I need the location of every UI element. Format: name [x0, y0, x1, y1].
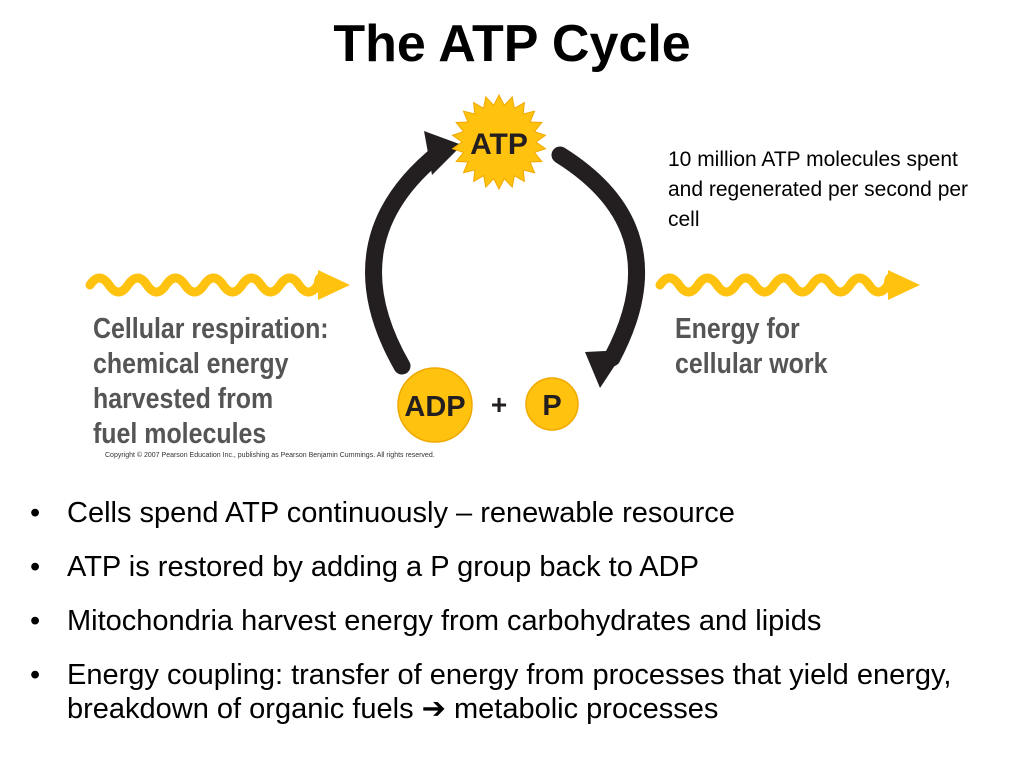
plus-sign: + — [491, 389, 507, 420]
regeneration-arrow — [365, 131, 462, 375]
adp-circle: ADP — [397, 367, 473, 443]
atp-cycle-diagram: ATP ADP + P — [85, 93, 920, 443]
cellular-respiration-label: Cellular respiration: chemical energy ha… — [93, 312, 329, 452]
atp-label: ATP — [470, 128, 528, 161]
bullet-item: • Energy coupling: transfer of energy fr… — [30, 658, 1010, 726]
copyright-notice: Copyright © 2007 Pearson Education Inc.,… — [105, 452, 435, 459]
right-energy-wave-arrow — [655, 270, 920, 300]
cellular-work-label: Energy for cellular work — [675, 312, 827, 382]
bullet-text: ATP is restored by adding a P group back… — [67, 551, 699, 583]
atp-turnover-note: 10 million ATP molecules spent and regen… — [668, 148, 969, 231]
left-energy-wave-arrow — [85, 270, 350, 300]
bullet-item: • Cells spend ATP continuously – renewab… — [30, 496, 1010, 530]
right-label-line: cellular work — [675, 348, 828, 380]
hydrolysis-arrow — [551, 146, 646, 388]
bullet-text: Cells spend ATP continuously – renewable… — [67, 497, 735, 529]
phosphate-label: P — [542, 390, 561, 422]
left-label-line: fuel molecules — [93, 418, 267, 450]
bullet-marker: • — [30, 551, 41, 583]
adp-label: ADP — [404, 391, 465, 423]
bullet-marker: • — [30, 605, 41, 637]
bullet-text: Mitochondria harvest energy from carbohy… — [67, 605, 822, 637]
bullet-item: • Mitochondria harvest energy from carbo… — [30, 604, 1010, 638]
left-label-line: Cellular respiration: — [93, 313, 329, 345]
bullet-list: • Cells spend ATP continuously – renewab… — [30, 496, 1010, 746]
bullet-text: Energy coupling: transfer of energy from… — [67, 659, 952, 725]
left-label-line: chemical energy — [93, 348, 289, 380]
phosphate-circle: P — [525, 377, 579, 431]
slide-title: The ATP Cycle — [333, 15, 691, 73]
bullet-marker: • — [30, 659, 41, 691]
bullet-marker: • — [30, 497, 41, 529]
atp-starburst: ATP — [451, 93, 547, 191]
bullet-item: • ATP is restored by adding a P group ba… — [30, 550, 1010, 584]
left-label-line: harvested from — [93, 383, 274, 415]
right-label-line: Energy for — [675, 313, 800, 345]
